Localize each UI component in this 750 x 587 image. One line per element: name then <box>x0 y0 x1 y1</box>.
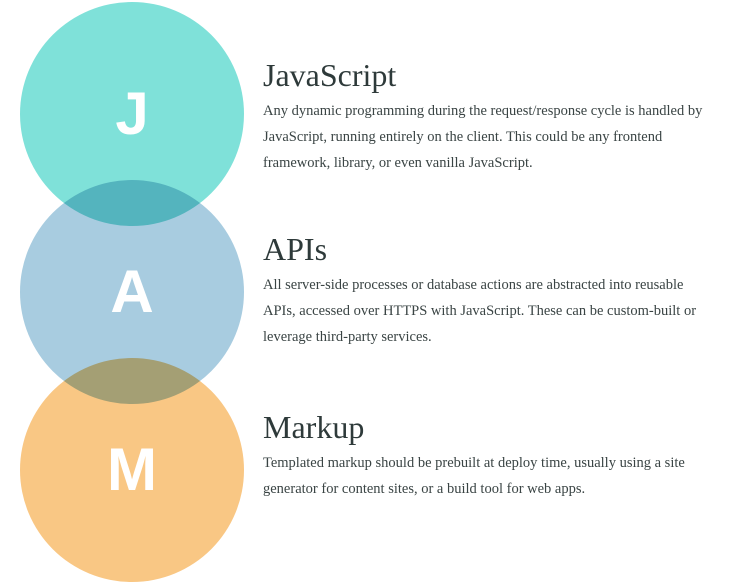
letter-a: A <box>20 180 244 404</box>
section-title: JavaScript <box>263 57 397 93</box>
description-line: Any dynamic programming during the reque… <box>263 103 703 119</box>
letter-a-text: A <box>110 258 154 325</box>
letter-m: M <box>20 358 244 582</box>
description-line: APIs, accessed over HTTPS with JavaScrip… <box>263 303 697 319</box>
letter-j-text: J <box>115 80 149 147</box>
description-line: leverage third-party services. <box>263 329 432 345</box>
description-line: Templated markup should be prebuilt at d… <box>263 455 685 471</box>
letter-j: J <box>20 2 244 226</box>
section-apis: APIs All server-side processes or databa… <box>263 230 743 350</box>
circle-markup <box>20 358 244 582</box>
description-line: framework, library, or even vanilla Java… <box>263 155 533 171</box>
section-title: APIs <box>263 231 328 267</box>
description-line: generator for content sites, or a build … <box>263 481 586 497</box>
description-line: All server-side processes or database ac… <box>263 277 684 293</box>
section-markup: Markup Templated markup should be prebui… <box>263 408 743 502</box>
section-javascript: JavaScript Any dynamic programming durin… <box>263 56 743 176</box>
letter-m-text: M <box>107 436 157 503</box>
section-title: Markup <box>263 409 365 445</box>
description-line: JavaScript, running entirely on the clie… <box>263 129 663 145</box>
